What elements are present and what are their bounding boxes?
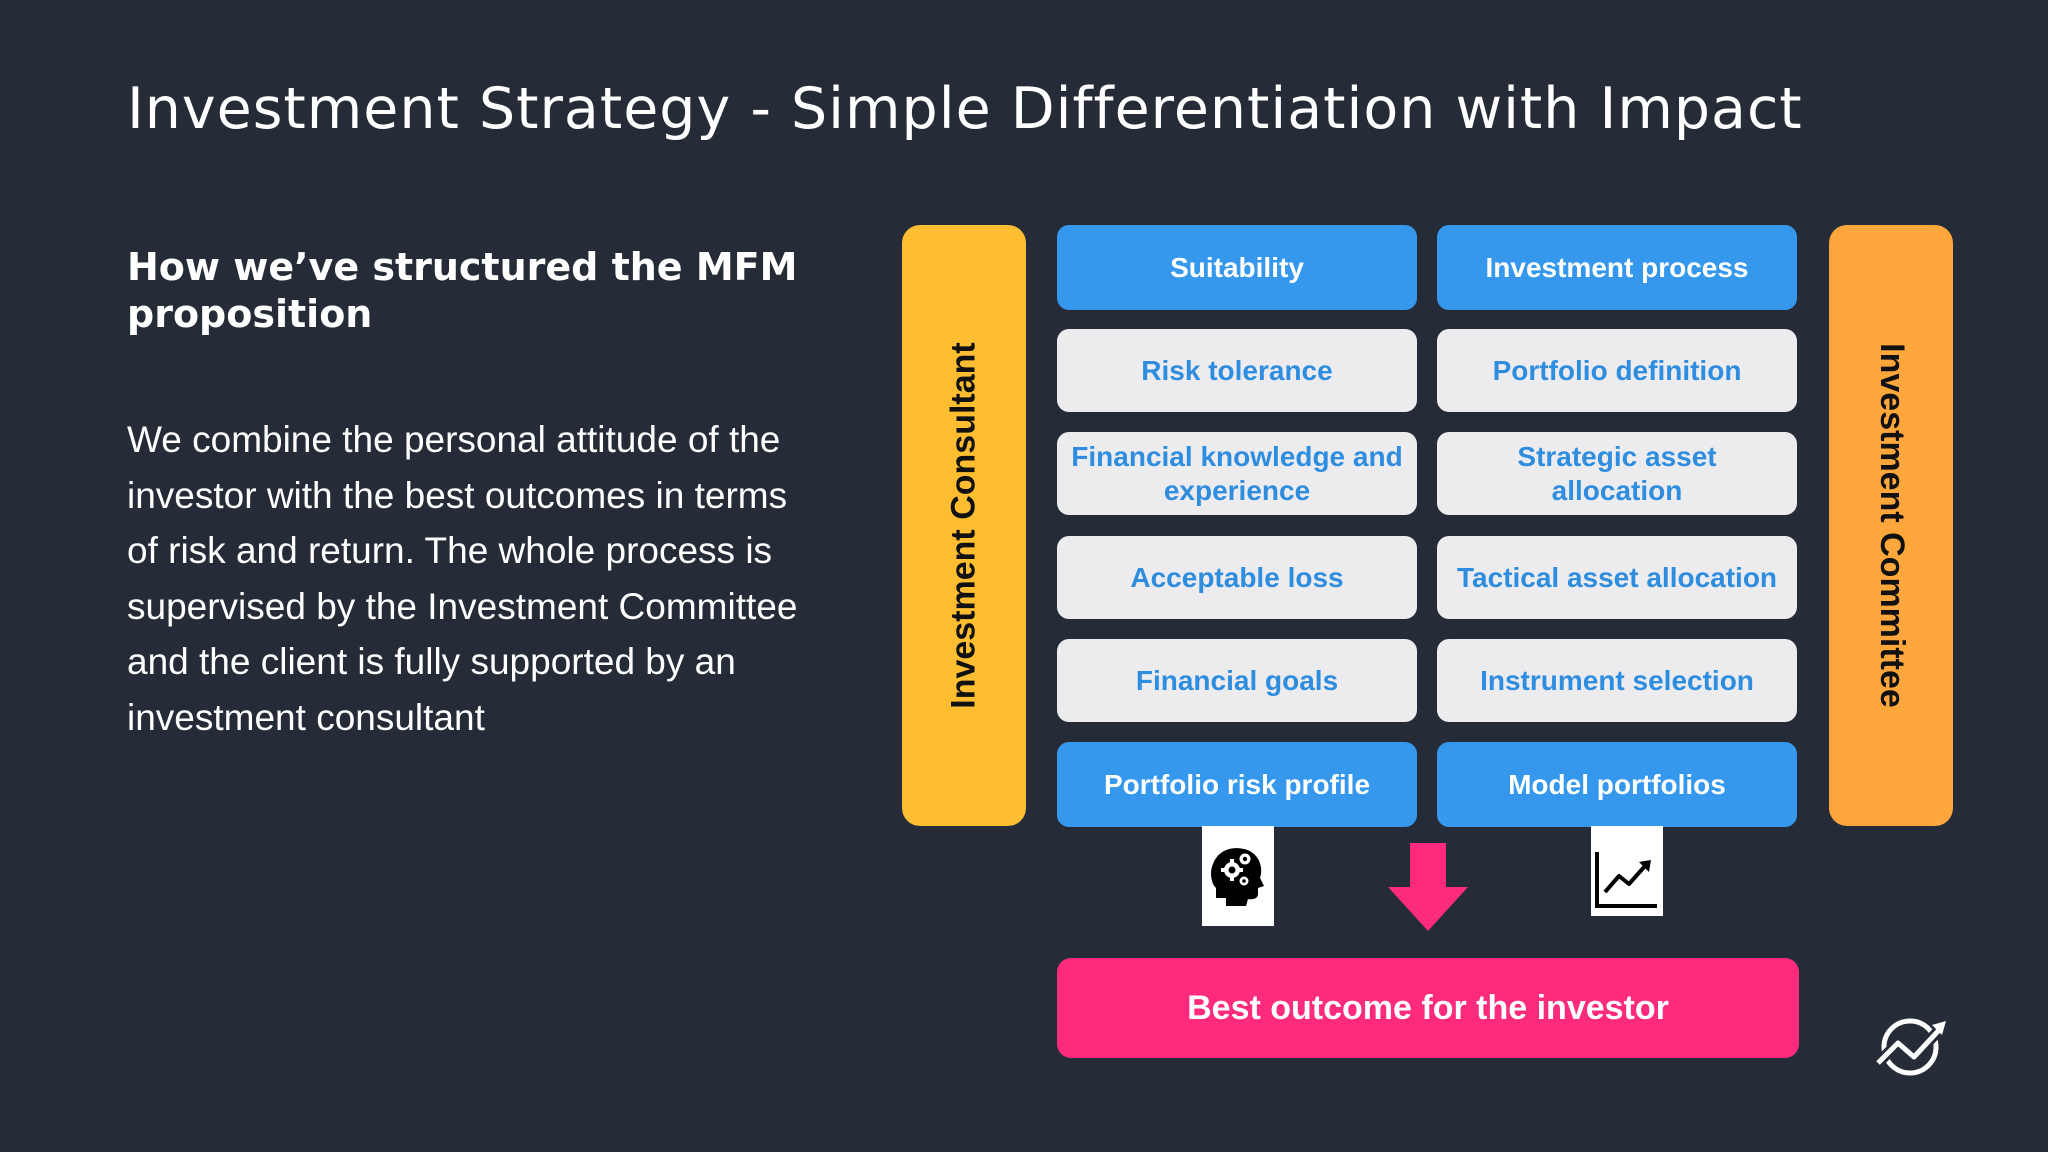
model-portfolios-footer: Model portfolios [1437,742,1797,827]
suitability-header: Suitability [1057,225,1417,310]
head-gears-icon [1202,826,1274,926]
left-item-acceptable-loss: Acceptable loss [1057,536,1417,619]
investment-consultant-pillar: Investment Consultant [902,225,1026,826]
down-arrow-icon [1388,843,1468,931]
left-pillar-label: Investment Consultant [944,342,983,709]
line-chart-icon [1591,826,1663,916]
left-item-financial-goals: Financial goals [1057,639,1417,722]
investment-committee-pillar: Investment Committee [1829,225,1953,826]
best-outcome-banner: Best outcome for the investor [1057,958,1799,1058]
right-pillar-label: Investment Committee [1872,343,1911,708]
right-item-instrument-selection: Instrument selection [1437,639,1797,722]
investment-process-header: Investment process [1437,225,1797,310]
logo-icon [1874,1018,1947,1076]
right-item-portfolio-definition: Portfolio definition [1437,329,1797,412]
slide-title: Investment Strategy - Simple Differentia… [127,76,1803,142]
slide-body-text: We combine the personal attitude of the … [127,419,798,738]
portfolio-risk-profile-footer: Portfolio risk profile [1057,742,1417,827]
slide-subtitle: How we’ve structured the MFM proposition [127,245,798,336]
right-item-tactical-allocation: Tactical asset allocation [1437,536,1797,619]
left-item-risk-tolerance: Risk tolerance [1057,329,1417,412]
left-item-financial-knowledge: Financial knowledge and experience [1057,432,1417,515]
right-item-strategic-allocation: Strategic asset allocation [1437,432,1797,515]
